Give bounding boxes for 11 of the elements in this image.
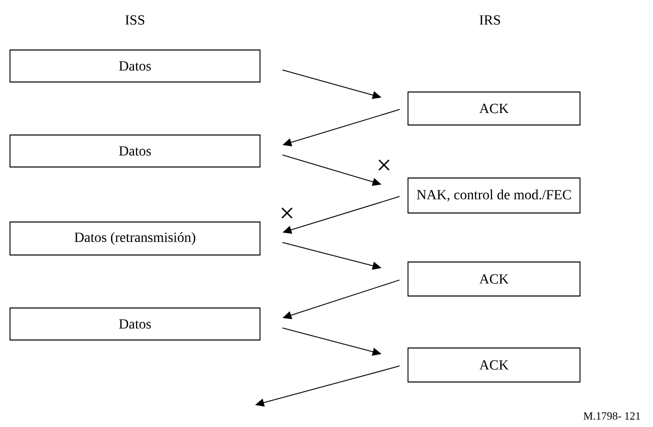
column-heading: ISS (125, 15, 144, 25)
figure-number: M.1798- 121 (584, 412, 640, 420)
message-box: ACK (408, 262, 580, 296)
column-heading: IRS (480, 15, 500, 25)
message-box: Datos (10, 134, 260, 168)
message-box: ACK (408, 348, 580, 382)
message-box: Datos (retransmisión) (10, 222, 260, 256)
message-box: ACK (408, 92, 580, 126)
message-box: Datos (10, 308, 260, 340)
message-box: NAK, control de mod./FEC (408, 178, 580, 214)
message-box: Datos (10, 50, 260, 82)
